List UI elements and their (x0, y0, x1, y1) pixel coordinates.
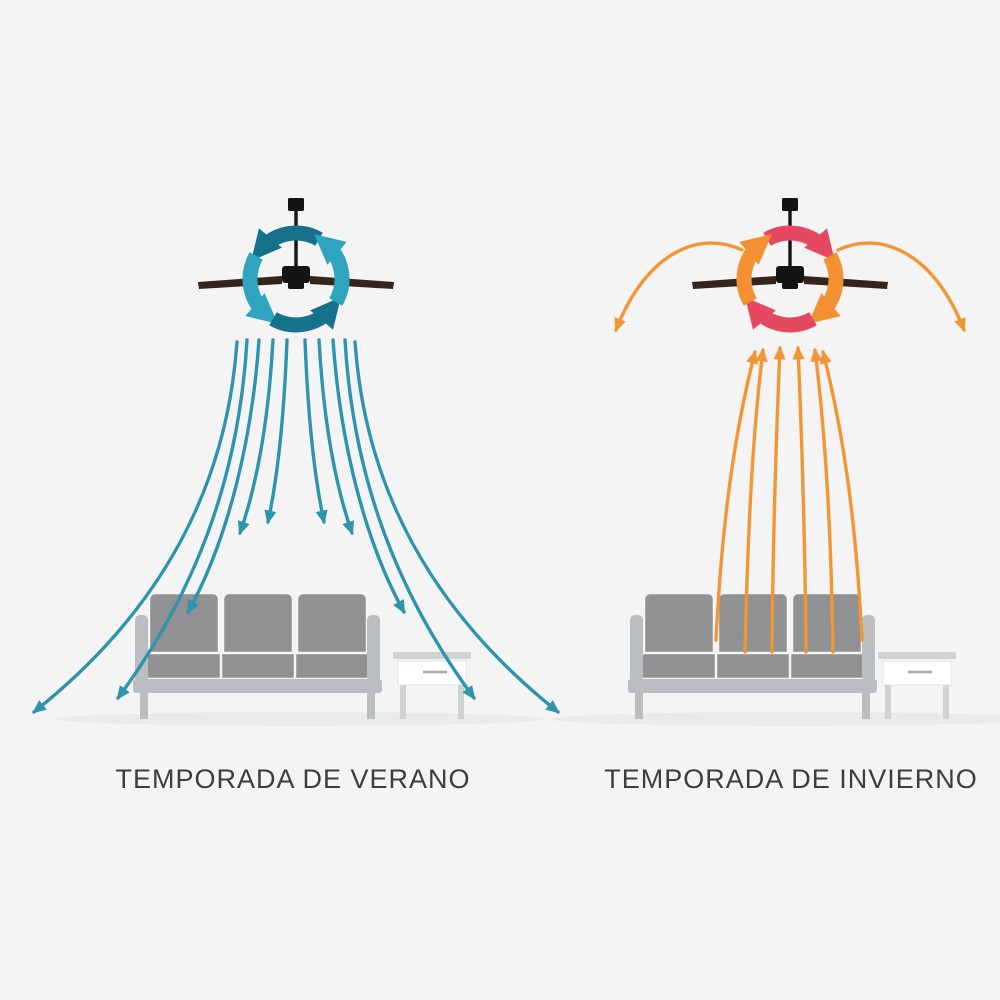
sofa (626, 591, 879, 721)
fan-rotation-arrows-winter (736, 225, 844, 333)
sofa (131, 591, 384, 721)
ceiling-fan (198, 198, 394, 289)
downward-airflow-arrows (32, 338, 560, 714)
upward-airflow-arrows (614, 241, 966, 654)
floor-shadow (55, 712, 545, 726)
winter-panel: TEMPORADA DE INVIERNO (550, 198, 1000, 794)
floor-shadow (550, 712, 1000, 726)
side-table (391, 650, 473, 721)
summer-panel: TEMPORADA DE VERANO (32, 198, 560, 794)
summer-label: TEMPORADA DE VERANO (115, 764, 470, 794)
fan-rotation-arrows-summer (242, 225, 350, 333)
winter-label: TEMPORADA DE INVIERNO (604, 764, 978, 794)
side-table (876, 650, 958, 721)
